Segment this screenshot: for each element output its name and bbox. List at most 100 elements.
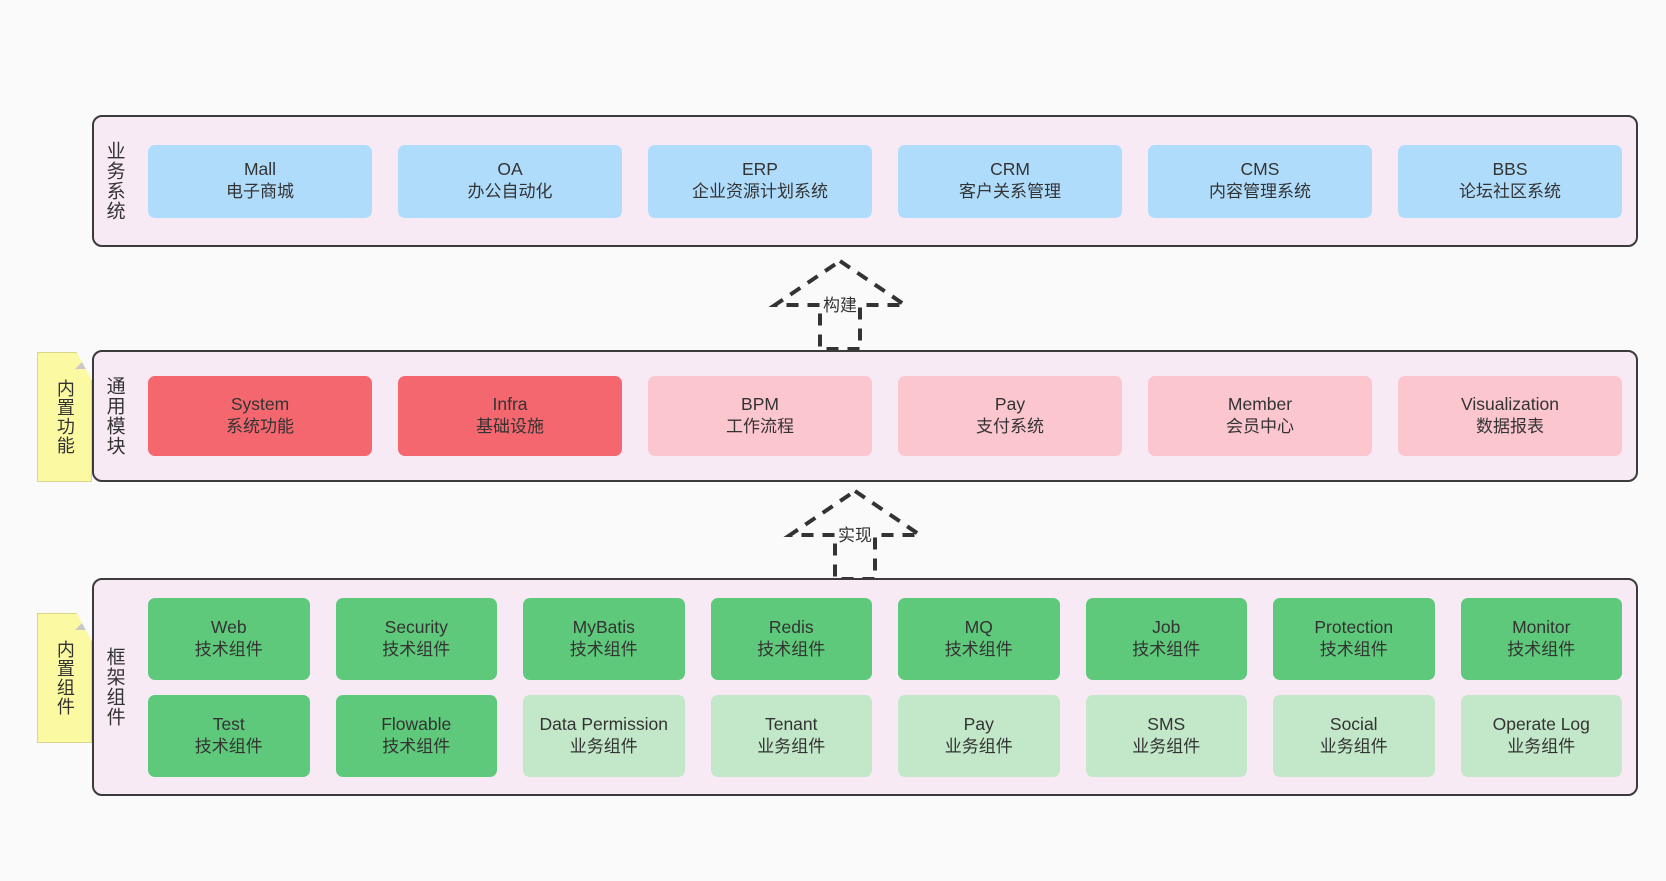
node-redis[interactable]: Redis 技术组件 xyxy=(710,597,872,680)
node-redis-en: Redis xyxy=(768,616,814,637)
note-builtin-component: 内置组件 xyxy=(37,613,92,743)
node-erp[interactable]: ERP 企业资源计划系统 xyxy=(648,144,872,218)
node-redis-cn: 技术组件 xyxy=(757,639,826,659)
node-pay-component[interactable]: Pay 业务组件 xyxy=(898,694,1060,777)
node-sms-cn: 业务组件 xyxy=(1132,736,1201,756)
node-pay-module[interactable]: Pay 支付系统 xyxy=(898,376,1122,456)
node-job[interactable]: Job 技术组件 xyxy=(1085,597,1247,680)
node-monitor[interactable]: Monitor 技术组件 xyxy=(1460,597,1622,680)
layer-common-module: 通用模块 System 系统功能 Infra 基础设施 BPM 工作流程 Pay… xyxy=(92,350,1638,482)
node-mq-en: MQ xyxy=(964,616,993,637)
node-operate-log-en: Operate Log xyxy=(1492,713,1590,734)
note-fold-corner-icon xyxy=(75,614,91,630)
node-visualization-en: Visualization xyxy=(1461,394,1559,415)
node-web-cn: 技术组件 xyxy=(194,639,263,659)
framework-tech-row: Web 技术组件 Security 技术组件 MyBatis 技术组件 Redi… xyxy=(148,597,1622,680)
node-data-permission[interactable]: Data Permission 业务组件 xyxy=(523,694,685,777)
node-oa-cn: 办公自动化 xyxy=(467,182,553,202)
node-crm-en: CRM xyxy=(990,159,1030,180)
node-bbs-en: BBS xyxy=(1492,159,1528,180)
node-crm-cn: 客户关系管理 xyxy=(959,182,1061,202)
connector-implement-label: 实现 xyxy=(838,526,872,545)
node-pay-module-en: Pay xyxy=(994,394,1026,415)
node-system-cn: 系统功能 xyxy=(226,417,294,437)
node-test-en: Test xyxy=(212,713,245,734)
node-infra-en: Infra xyxy=(492,394,528,415)
node-test[interactable]: Test 技术组件 xyxy=(148,694,310,777)
node-web-en: Web xyxy=(210,616,247,637)
connector-implement-arrow-icon xyxy=(783,488,927,581)
node-flowable[interactable]: Flowable 技术组件 xyxy=(335,694,497,777)
node-social-en: Social xyxy=(1329,713,1378,734)
connector-build-arrow-icon xyxy=(768,258,912,351)
layer-body-framework-component: Web 技术组件 Security 技术组件 MyBatis 技术组件 Redi… xyxy=(134,580,1636,794)
layer-business-system: 业务系统 Mall 电子商城 OA 办公自动化 ERP 企业资源计划系统 CRM… xyxy=(92,115,1638,247)
node-tenant-cn: 业务组件 xyxy=(757,736,826,756)
node-data-permission-en: Data Permission xyxy=(539,713,668,734)
note-builtin-component-label: 内置组件 xyxy=(54,640,75,716)
node-tenant-en: Tenant xyxy=(764,713,818,734)
node-protection-cn: 技术组件 xyxy=(1319,639,1388,659)
node-bpm-cn: 工作流程 xyxy=(726,417,794,437)
node-member[interactable]: Member 会员中心 xyxy=(1148,376,1372,456)
node-job-cn: 技术组件 xyxy=(1132,639,1201,659)
node-member-en: Member xyxy=(1227,394,1293,415)
node-security-en: Security xyxy=(384,616,448,637)
connector-build: 构建 xyxy=(755,255,925,355)
node-crm[interactable]: CRM 客户关系管理 xyxy=(898,144,1122,218)
node-cms[interactable]: CMS 内容管理系统 xyxy=(1148,144,1372,218)
node-flowable-en: Flowable xyxy=(381,713,452,734)
node-mq-cn: 技术组件 xyxy=(944,639,1013,659)
node-pay-component-en: Pay xyxy=(963,713,994,734)
node-erp-en: ERP xyxy=(742,159,778,180)
node-member-cn: 会员中心 xyxy=(1226,417,1294,437)
node-social[interactable]: Social 业务组件 xyxy=(1273,694,1435,777)
layer-title-framework-component: 框架组件 xyxy=(103,647,125,727)
node-sms[interactable]: SMS 业务组件 xyxy=(1085,694,1247,777)
node-cms-cn: 内容管理系统 xyxy=(1209,182,1311,202)
node-visualization-cn: 数据报表 xyxy=(1476,417,1544,437)
connector-implement: 实现 xyxy=(770,485,940,585)
node-mybatis-en: MyBatis xyxy=(572,616,635,637)
connector-build-label: 构建 xyxy=(823,296,857,315)
layer-title-common-module: 通用模块 xyxy=(103,376,125,456)
node-tenant[interactable]: Tenant 业务组件 xyxy=(710,694,872,777)
node-cms-en: CMS xyxy=(1240,159,1280,180)
business-system-row: Mall 电子商城 OA 办公自动化 ERP 企业资源计划系统 CRM 客户关系… xyxy=(148,144,1622,218)
node-operate-log[interactable]: Operate Log 业务组件 xyxy=(1460,694,1622,777)
node-security[interactable]: Security 技术组件 xyxy=(335,597,497,680)
node-mall[interactable]: Mall 电子商城 xyxy=(148,144,372,218)
node-operate-log-cn: 业务组件 xyxy=(1507,736,1576,756)
node-system[interactable]: System 系统功能 xyxy=(148,376,372,456)
node-web[interactable]: Web 技术组件 xyxy=(148,597,310,680)
node-bbs[interactable]: BBS 论坛社区系统 xyxy=(1398,144,1622,218)
node-infra[interactable]: Infra 基础设施 xyxy=(398,376,622,456)
node-pay-module-cn: 支付系统 xyxy=(976,417,1044,437)
note-builtin-feature: 内置功能 xyxy=(37,352,92,482)
node-mybatis-cn: 技术组件 xyxy=(569,639,638,659)
node-mall-cn: 电子商城 xyxy=(226,182,294,202)
layer-title-business-system: 业务系统 xyxy=(103,141,125,221)
node-mq[interactable]: MQ 技术组件 xyxy=(898,597,1060,680)
node-data-permission-cn: 业务组件 xyxy=(569,736,638,756)
node-flowable-cn: 技术组件 xyxy=(382,736,451,756)
node-protection[interactable]: Protection 技术组件 xyxy=(1273,597,1435,680)
node-visualization[interactable]: Visualization 数据报表 xyxy=(1398,376,1622,456)
node-bpm[interactable]: BPM 工作流程 xyxy=(648,376,872,456)
node-mybatis[interactable]: MyBatis 技术组件 xyxy=(523,597,685,680)
node-oa[interactable]: OA 办公自动化 xyxy=(398,144,622,218)
note-builtin-feature-label: 内置功能 xyxy=(54,379,75,455)
node-bpm-en: BPM xyxy=(741,394,779,415)
layer-framework-component: 框架组件 Web 技术组件 Security 技术组件 MyBatis 技术组件… xyxy=(92,578,1638,796)
node-system-en: System xyxy=(230,394,290,415)
node-social-cn: 业务组件 xyxy=(1319,736,1388,756)
node-infra-cn: 基础设施 xyxy=(476,417,544,437)
layer-body-common-module: System 系统功能 Infra 基础设施 BPM 工作流程 Pay 支付系统… xyxy=(134,352,1636,480)
node-protection-en: Protection xyxy=(1314,616,1394,637)
common-module-row: System 系统功能 Infra 基础设施 BPM 工作流程 Pay 支付系统… xyxy=(148,376,1622,456)
node-oa-en: OA xyxy=(497,159,523,180)
node-bbs-cn: 论坛社区系统 xyxy=(1459,182,1561,202)
node-monitor-cn: 技术组件 xyxy=(1507,639,1576,659)
note-fold-corner-icon xyxy=(75,353,91,369)
